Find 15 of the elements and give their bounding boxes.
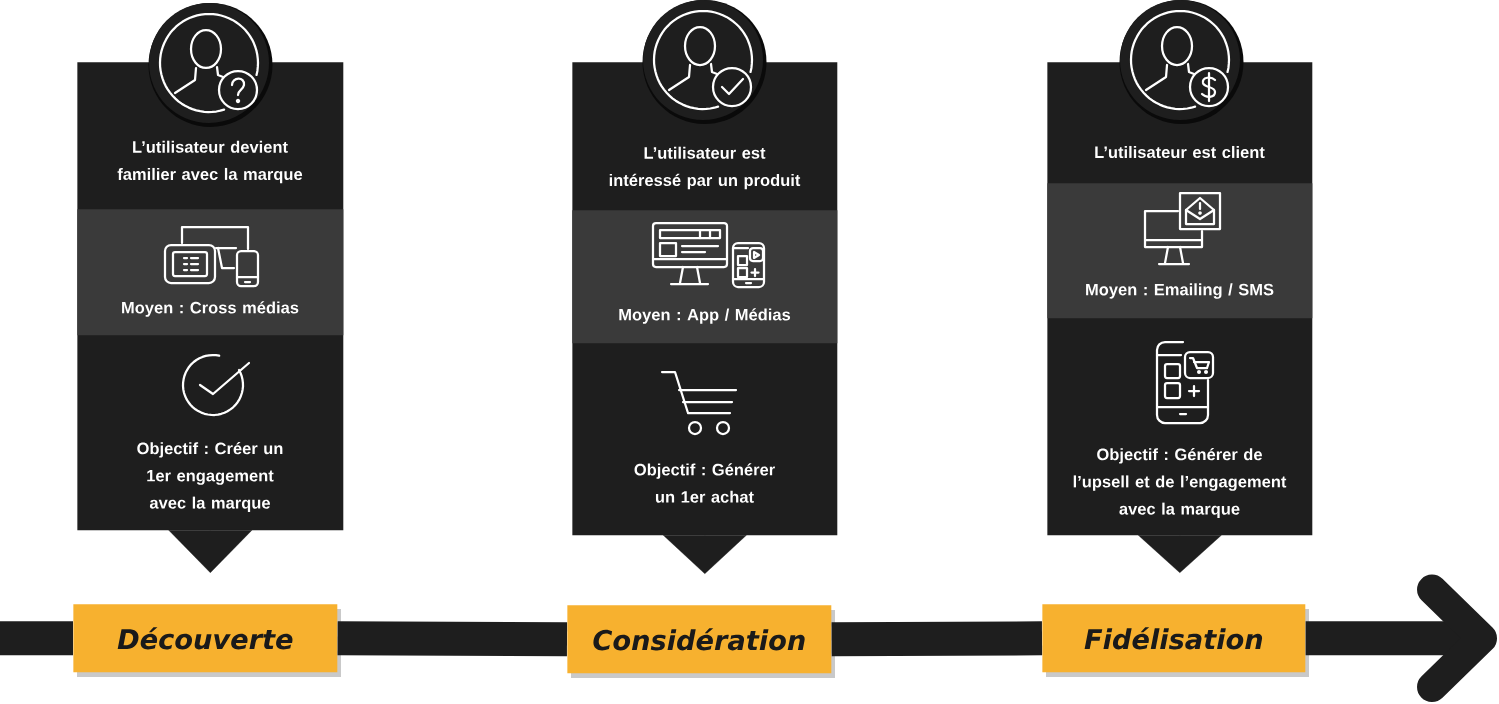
band-panel: Moyen : App / Médias xyxy=(572,210,838,344)
objective-text: Objectif : Générer un 1er achat xyxy=(634,463,775,503)
stage-label: Considération xyxy=(567,605,835,678)
pointer-triangle xyxy=(663,534,747,574)
pointer-triangle xyxy=(1138,534,1222,573)
objective-text: Objectif : Créer un 1er engagement avec la marque xyxy=(137,442,283,512)
objective-text: Objectif : Générer de l’upsell et de l’engagement avec la marque xyxy=(1073,448,1287,518)
card-heading: L’utilisateur est intéressé par un produit xyxy=(609,146,801,190)
stage-label: Fidélisation xyxy=(1042,604,1309,677)
stage-label: Découverte xyxy=(73,604,341,677)
card-heading: L’utilisateur est client xyxy=(1095,145,1265,159)
band-panel: Moyen : Emailing / SMS xyxy=(1047,183,1313,319)
pointer-triangle xyxy=(168,529,253,573)
band-panel: Moyen : Cross médias xyxy=(77,209,344,336)
card-heading: L’utilisateur devient familier avec la marque xyxy=(117,140,303,184)
